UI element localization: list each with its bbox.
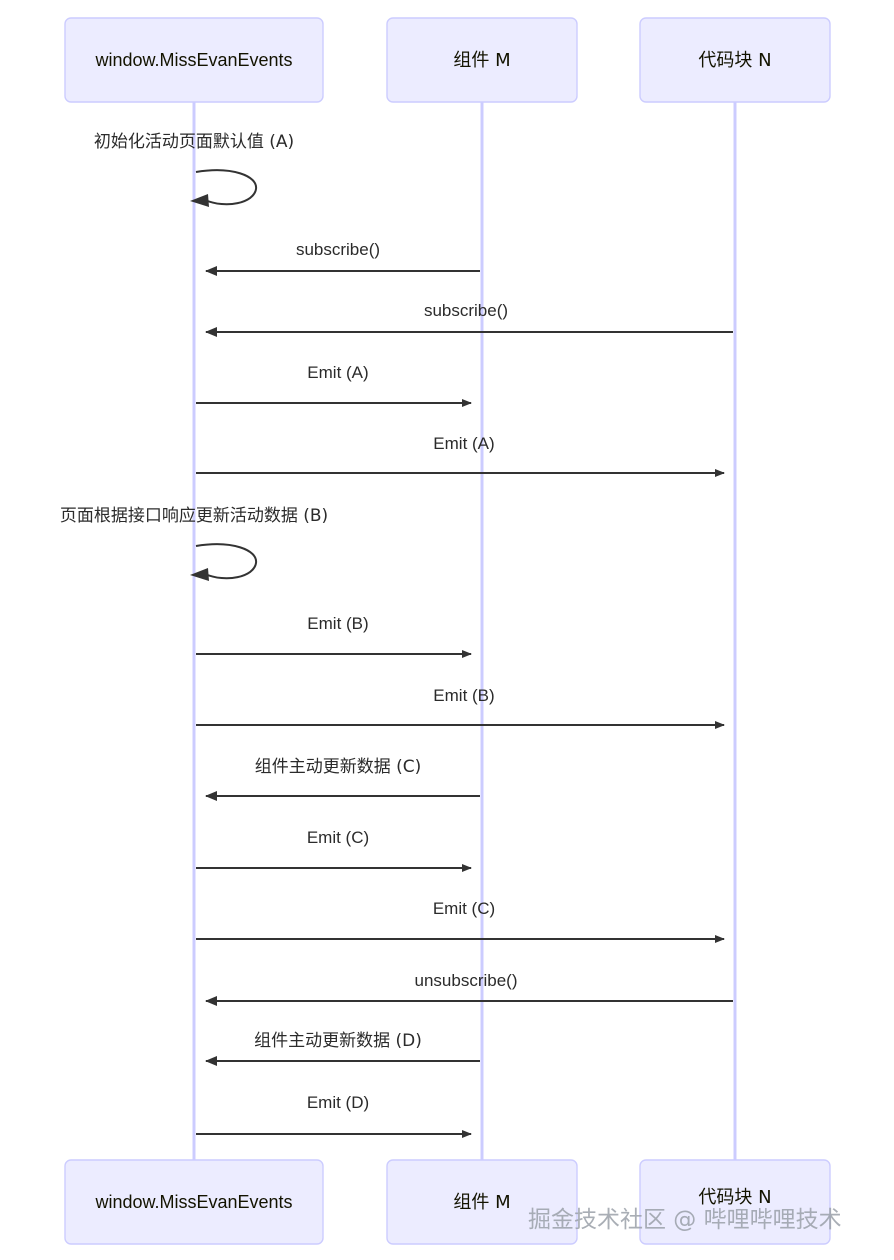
message-2-label: subscribe() bbox=[296, 240, 380, 259]
actor-top-code-block-n[interactable]: 代码块 N bbox=[639, 17, 831, 103]
message-1-self-loop-path bbox=[195, 169, 258, 206]
message-11-emit-c-to-code-block-n[interactable]: Emit (C) bbox=[196, 899, 725, 943]
message-10-emit-c-to-component-m[interactable]: Emit (C) bbox=[196, 828, 472, 872]
message-13-component-updates-data-d[interactable]: 组件主动更新数据 (D) bbox=[205, 1031, 480, 1066]
actor-bottom-code-block-n[interactable]: 代码块 N bbox=[639, 1159, 831, 1245]
actor-top-label-code-block-n: 代码块 N bbox=[698, 50, 771, 71]
message-1-init-activity-defaults[interactable]: 初始化活动页面默认值 (A) bbox=[94, 132, 294, 207]
actor-bottom-box-code-block-n[interactable] bbox=[639, 1159, 831, 1245]
message-3-label: subscribe() bbox=[424, 301, 508, 320]
actor-top-box-component-m[interactable] bbox=[386, 17, 578, 103]
message-7-emit-b-to-component-m[interactable]: Emit (B) bbox=[196, 614, 472, 658]
message-1-label: 初始化活动页面默认值 (A) bbox=[94, 132, 294, 152]
message-12-unsubscribe-from-code-block-n[interactable]: unsubscribe() bbox=[205, 971, 733, 1006]
actor-bottom-box-window-missevanevents[interactable] bbox=[64, 1159, 324, 1245]
message-4-emit-a-to-component-m[interactable]: Emit (A) bbox=[196, 363, 472, 407]
actor-bottom-box-component-m[interactable] bbox=[386, 1159, 578, 1245]
actor-bottom-label-window-missevanevents: window.MissEvanEvents bbox=[94, 1192, 292, 1212]
message-5-label: Emit (A) bbox=[433, 434, 494, 453]
actor-bottom-label-component-m: 组件 M bbox=[453, 1192, 510, 1213]
actor-header-row: window.MissEvanEvents 组件 M 代码块 N bbox=[64, 17, 831, 103]
message-14-emit-d-to-component-m[interactable]: Emit (D) bbox=[196, 1093, 472, 1138]
message-1-arrowhead bbox=[190, 194, 209, 207]
message-13-label: 组件主动更新数据 (D) bbox=[254, 1031, 422, 1051]
actor-top-window-missevanevents[interactable]: window.MissEvanEvents bbox=[64, 17, 324, 103]
message-6-self-loop-path bbox=[195, 543, 258, 580]
message-7-label: Emit (B) bbox=[307, 614, 368, 633]
actor-bottom-window-missevanevents[interactable]: window.MissEvanEvents bbox=[64, 1159, 324, 1245]
actor-footer-row: window.MissEvanEvents 组件 M 代码块 N bbox=[64, 1159, 831, 1245]
actor-top-component-m[interactable]: 组件 M bbox=[386, 17, 578, 103]
message-4-label: Emit (A) bbox=[307, 363, 368, 382]
message-6-page-updates-activity-data[interactable]: 页面根据接口响应更新活动数据 (B) bbox=[60, 506, 328, 581]
message-2-subscribe-from-component-m[interactable]: subscribe() bbox=[205, 240, 480, 276]
message-9-label: 组件主动更新数据 (C) bbox=[255, 757, 422, 777]
actor-top-label-component-m: 组件 M bbox=[453, 50, 510, 71]
message-11-label: Emit (C) bbox=[433, 899, 495, 918]
message-5-emit-a-to-code-block-n[interactable]: Emit (A) bbox=[196, 434, 725, 477]
message-8-label: Emit (B) bbox=[433, 686, 494, 705]
actor-top-box-window-missevanevents[interactable] bbox=[64, 17, 324, 103]
watermark-label: 掘金技术社区 @ 哔哩哔哩技术 bbox=[528, 1207, 842, 1233]
message-6-label: 页面根据接口响应更新活动数据 (B) bbox=[60, 506, 328, 526]
actor-bottom-component-m[interactable]: 组件 M bbox=[386, 1159, 578, 1245]
lifelines bbox=[192, 101, 737, 1160]
message-14-label: Emit (D) bbox=[307, 1093, 369, 1112]
message-12-label: unsubscribe() bbox=[415, 971, 518, 990]
message-3-subscribe-from-code-block-n[interactable]: subscribe() bbox=[205, 301, 733, 337]
message-9-component-updates-data-c[interactable]: 组件主动更新数据 (C) bbox=[205, 757, 480, 801]
actor-top-box-code-block-n[interactable] bbox=[639, 17, 831, 103]
actor-bottom-label-code-block-n: 代码块 N bbox=[698, 1187, 771, 1208]
message-6-arrowhead bbox=[190, 568, 209, 581]
actor-top-label-window-missevanevents: window.MissEvanEvents bbox=[94, 50, 292, 70]
message-10-label: Emit (C) bbox=[307, 828, 369, 847]
message-8-emit-b-to-code-block-n[interactable]: Emit (B) bbox=[196, 686, 725, 729]
